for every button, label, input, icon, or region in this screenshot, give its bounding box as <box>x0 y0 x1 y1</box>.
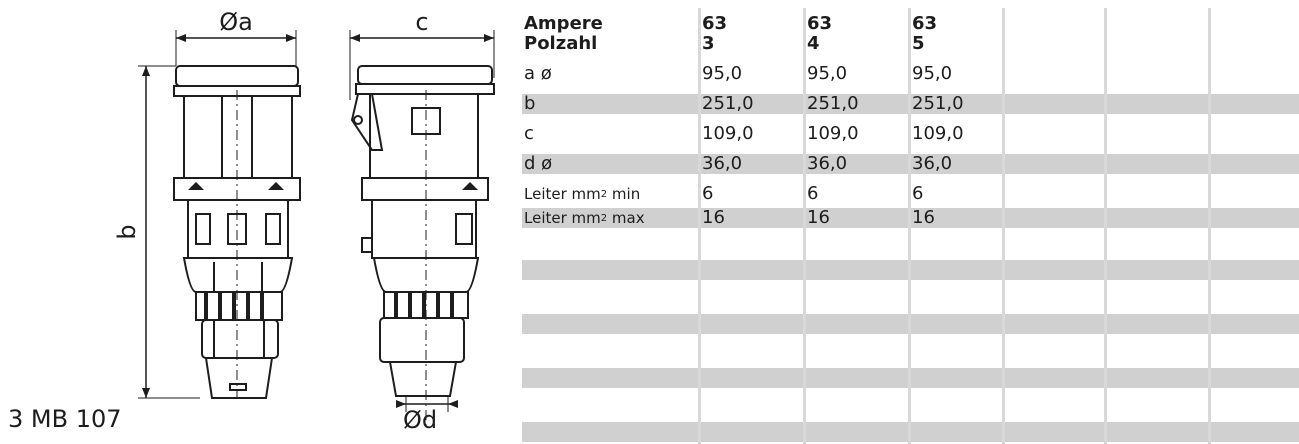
table-row: Leiter mm2 min 6 6 6 <box>522 184 1299 204</box>
column-divider <box>1002 8 1005 444</box>
drawing-svg: Øa b c Ød <box>113 8 495 434</box>
side-view <box>349 30 495 430</box>
row-label-prefix: Leiter mm <box>524 209 601 227</box>
cell-col2: 6 <box>807 183 819 204</box>
dimension-a-label: Øa <box>219 8 253 36</box>
cell-col1: 95,0 <box>702 63 743 84</box>
technical-drawing: Øa b c Ød <box>0 0 520 444</box>
dimension-c-label: c <box>415 8 428 36</box>
cell-col3: 36,0 <box>912 153 953 174</box>
cell-col3: 109,0 <box>912 123 964 144</box>
cell-col2: 16 <box>807 207 830 228</box>
cell-col1: 109,0 <box>702 123 754 144</box>
column-divider <box>698 8 701 444</box>
product-code: 3 MB 107 <box>8 405 122 433</box>
column-divider <box>1104 8 1107 444</box>
cell-col1: 36,0 <box>702 153 743 174</box>
column-divider <box>1208 8 1211 444</box>
cell-col3: 6 <box>912 183 924 204</box>
cell-col1: 6 <box>702 183 714 204</box>
column-divider <box>908 8 911 444</box>
cell-col1: 251,0 <box>702 93 754 114</box>
front-view <box>138 30 301 399</box>
header-ampere-col3: 63 <box>912 13 938 34</box>
header-polzahl-col1: 3 <box>702 33 715 54</box>
cell-col2: 36,0 <box>807 153 848 174</box>
row-label: d ø <box>524 153 553 174</box>
row-label: b <box>524 93 536 114</box>
row-label: c <box>524 123 534 144</box>
row-label-prefix: Leiter mm <box>524 185 601 203</box>
row-label-sup: 2 <box>600 189 608 200</box>
row-label-sup: 2 <box>600 213 608 224</box>
row-label-suffix: max <box>607 209 645 227</box>
cell-col2: 251,0 <box>807 93 859 114</box>
header-polzahl-col2: 4 <box>807 33 820 54</box>
header-polzahl-col3: 5 <box>912 33 925 54</box>
cell-col3: 95,0 <box>912 63 953 84</box>
header-ampere-col1: 63 <box>702 13 728 34</box>
cell-col3: 251,0 <box>912 93 964 114</box>
header-ampere-label: Ampere <box>524 13 603 34</box>
dimension-d-label: Ød <box>403 406 437 434</box>
table-row: c 109,0 109,0 109,0 <box>522 124 1299 144</box>
row-label: Leiter mm2 max <box>524 208 645 228</box>
header-ampere-col2: 63 <box>807 13 833 34</box>
table-row: a ø 95,0 95,0 95,0 <box>522 64 1299 84</box>
row-label: Leiter mm2 min <box>524 184 640 204</box>
cell-col1: 16 <box>702 207 725 228</box>
column-divider <box>803 8 806 444</box>
cell-col2: 109,0 <box>807 123 859 144</box>
cell-col2: 95,0 <box>807 63 848 84</box>
row-label-suffix: min <box>607 185 641 203</box>
dimension-b-label: b <box>113 224 141 239</box>
row-label: a ø <box>524 63 552 84</box>
cell-col3: 16 <box>912 207 935 228</box>
header-polzahl-label: Polzahl <box>524 33 598 54</box>
